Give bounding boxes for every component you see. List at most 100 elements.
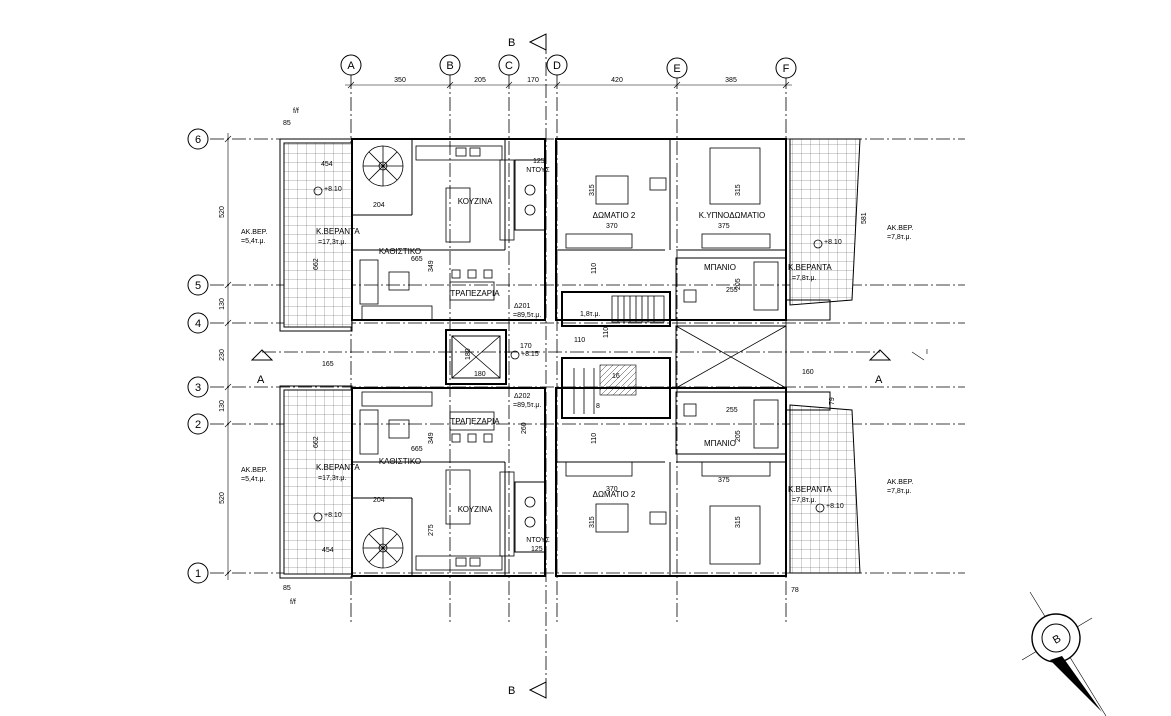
dim-85-bottom: 85 [283, 585, 291, 592]
section-mark-a: A A I [250, 349, 928, 386]
dim-260: 260 [521, 422, 528, 434]
label-master-top: Κ.ΥΠΝΟΔΩΜΑΤΙΟ [699, 211, 766, 220]
dim-110-d: 110 [591, 433, 598, 444]
central-core [445, 291, 787, 419]
dim-125-bottom: 125 [531, 546, 543, 553]
section-b-top: B [508, 37, 515, 49]
dim-top-420: 420 [611, 77, 623, 84]
label-ak-right-bottom-area: =7,8τ.μ. [887, 488, 912, 495]
dim-top-385: 385 [725, 77, 737, 84]
label-shower-bottom: ΝΤΟΥΣ [526, 537, 550, 544]
room-labels: ΚΟΥΖΙΝΑ ΚΟΥΖΙΝΑ ΚΑΘΙΣΤΙΚΟ ΚΑΘΙΣΤΙΚΟ ΤΡΑΠ… [241, 167, 913, 544]
label-bedroom2-bottom: ΔΩΜΑΤΙΟ 2 [593, 490, 636, 499]
label-veranda-right-bottom: Κ.ΒΕΡΑΝΤΑ [788, 485, 832, 494]
label-unit-bottom-area: =89,5τ.μ. [513, 402, 541, 409]
dim-204-top: 204 [373, 202, 385, 209]
section-a-left: A [257, 374, 265, 386]
axis-col-a: A [347, 60, 355, 72]
dim-665-top: 665 [411, 256, 423, 263]
label-bath-top: ΜΠΑΝΙΟ [704, 263, 736, 272]
label-ak-right-top: ΑΚ.ΒΕΡ. [887, 225, 913, 232]
label-veranda-left-bottom: Κ.ΒΕΡΑΝΤΑ [316, 463, 360, 472]
dim-205-a: 205 [735, 278, 742, 290]
north-arrow-icon: B [1021, 591, 1107, 716]
label-stair-count: 16 [612, 373, 620, 380]
dim-255-b: 255 [726, 407, 738, 414]
label-ak-left-top-area: =5,4τ.μ. [241, 238, 266, 245]
label-unit-top-area: =89,5τ.μ. [513, 312, 541, 319]
dim-top-205: 205 [474, 77, 486, 84]
axis-col-b: B [446, 60, 453, 72]
label-ak-right-top-area: =7,8τ.μ. [887, 234, 912, 241]
kitchen-island-bottom [445, 469, 471, 525]
label-dining-bottom: ΤΡΑΠΕΖΑΡΙΑ [450, 417, 500, 426]
dim-375-top: 375 [718, 223, 730, 230]
level-center: +8.15 [521, 351, 539, 358]
dim-275: 275 [428, 524, 435, 536]
level-bottom-right: +8.10 [826, 503, 844, 510]
dim-315-c: 315 [589, 516, 596, 528]
dim-665-bottom: 665 [411, 446, 423, 453]
axis-row-2: 2 [195, 419, 201, 431]
bed-master-bottom [709, 505, 761, 565]
dim-315-d: 315 [735, 516, 742, 528]
label-living-top: ΚΑΘΙΣΤΙΚΟ [379, 247, 421, 256]
label-stair-count2: 8 [596, 403, 600, 410]
label-ak-left-top: ΑΚ.ΒΕΡ. [241, 229, 267, 236]
dim-375-bottom: 375 [718, 477, 730, 484]
top-dimension-chain: 350 205 170 420 385 [345, 77, 792, 89]
dim-454-top: 454 [321, 161, 333, 168]
dim-125-top: 125 [533, 158, 545, 165]
left-dimension-chain: 520 130 230 130 520 [219, 133, 232, 580]
label-living-bottom: ΚΑΘΙΣΤΙΚΟ [379, 457, 421, 466]
label-bedroom2-top: ΔΩΜΑΤΙΟ 2 [593, 211, 636, 220]
veranda-left-top [283, 142, 353, 328]
dim-ff-bottom: f/f [290, 599, 296, 606]
axis-row-6: 6 [195, 134, 201, 146]
dim-left-230: 230 [219, 349, 226, 361]
dim-662-top: 662 [313, 258, 320, 270]
walls-bottom-right [555, 387, 787, 577]
unit-bottom [279, 385, 861, 579]
dim-662-bottom: 662 [313, 436, 320, 448]
dim-78: 78 [791, 587, 799, 594]
label-veranda-left-top-area: =17,3τ.μ. [318, 239, 346, 246]
dim-left-130-bottom: 130 [219, 400, 226, 412]
label-shower-top: ΝΤΟΥΣ [526, 167, 550, 174]
dim-165: 165 [322, 361, 334, 368]
walls-top-left [351, 138, 546, 321]
bed-master-top [709, 147, 761, 205]
label-unit-bottom: Δ202 [514, 393, 530, 400]
section-b-bottom: B [508, 685, 515, 697]
dim-205-b: 205 [735, 430, 742, 442]
label-veranda-right-top: Κ.ΒΕΡΑΝΤΑ [788, 263, 832, 272]
dim-left-520-bottom: 520 [219, 492, 226, 504]
dim-170: 170 [520, 343, 532, 350]
label-veranda-left-bottom-area: =17,3τ.μ. [318, 475, 346, 482]
veranda-right-bottom [789, 404, 861, 574]
misc-dimensions: 85 85 f/f f/f 454 454 204 204 665 665 34… [283, 108, 868, 606]
elevator-shaft [445, 329, 507, 385]
axis-col-f: F [783, 63, 790, 75]
dim-581: 581 [861, 212, 868, 224]
dim-110-c: 110 [574, 337, 585, 344]
dim-180-v: 180 [465, 348, 472, 360]
axis-row-3: 3 [195, 382, 201, 394]
label-veranda-right-top-area: =7,8τ.μ. [792, 275, 817, 282]
label-veranda-right-bottom-area: =7,8τ.μ. [792, 497, 817, 504]
dim-315-b: 315 [735, 184, 742, 196]
dim-180-h: 180 [474, 371, 486, 378]
level-marks: +8.10 +8.10 +8.10 +8.10 +8.15 [313, 186, 844, 522]
dim-370-top: 370 [606, 223, 618, 230]
dim-204-bottom: 204 [373, 497, 385, 504]
dim-160: 160 [802, 369, 814, 376]
bathtub-bottom [753, 399, 779, 449]
label-ak-right-bottom: ΑΚ.ΒΕΡ. [887, 479, 913, 486]
veranda-left-bottom [283, 389, 353, 575]
label-ak-left-bottom-area: =5,4τ.μ. [241, 476, 266, 483]
section-a-right: A [875, 374, 883, 386]
level-bottom-left: +8.10 [324, 512, 342, 519]
dining-table-bottom [449, 411, 495, 431]
veranda-right-top [789, 138, 861, 306]
dining-table-top [449, 281, 495, 301]
